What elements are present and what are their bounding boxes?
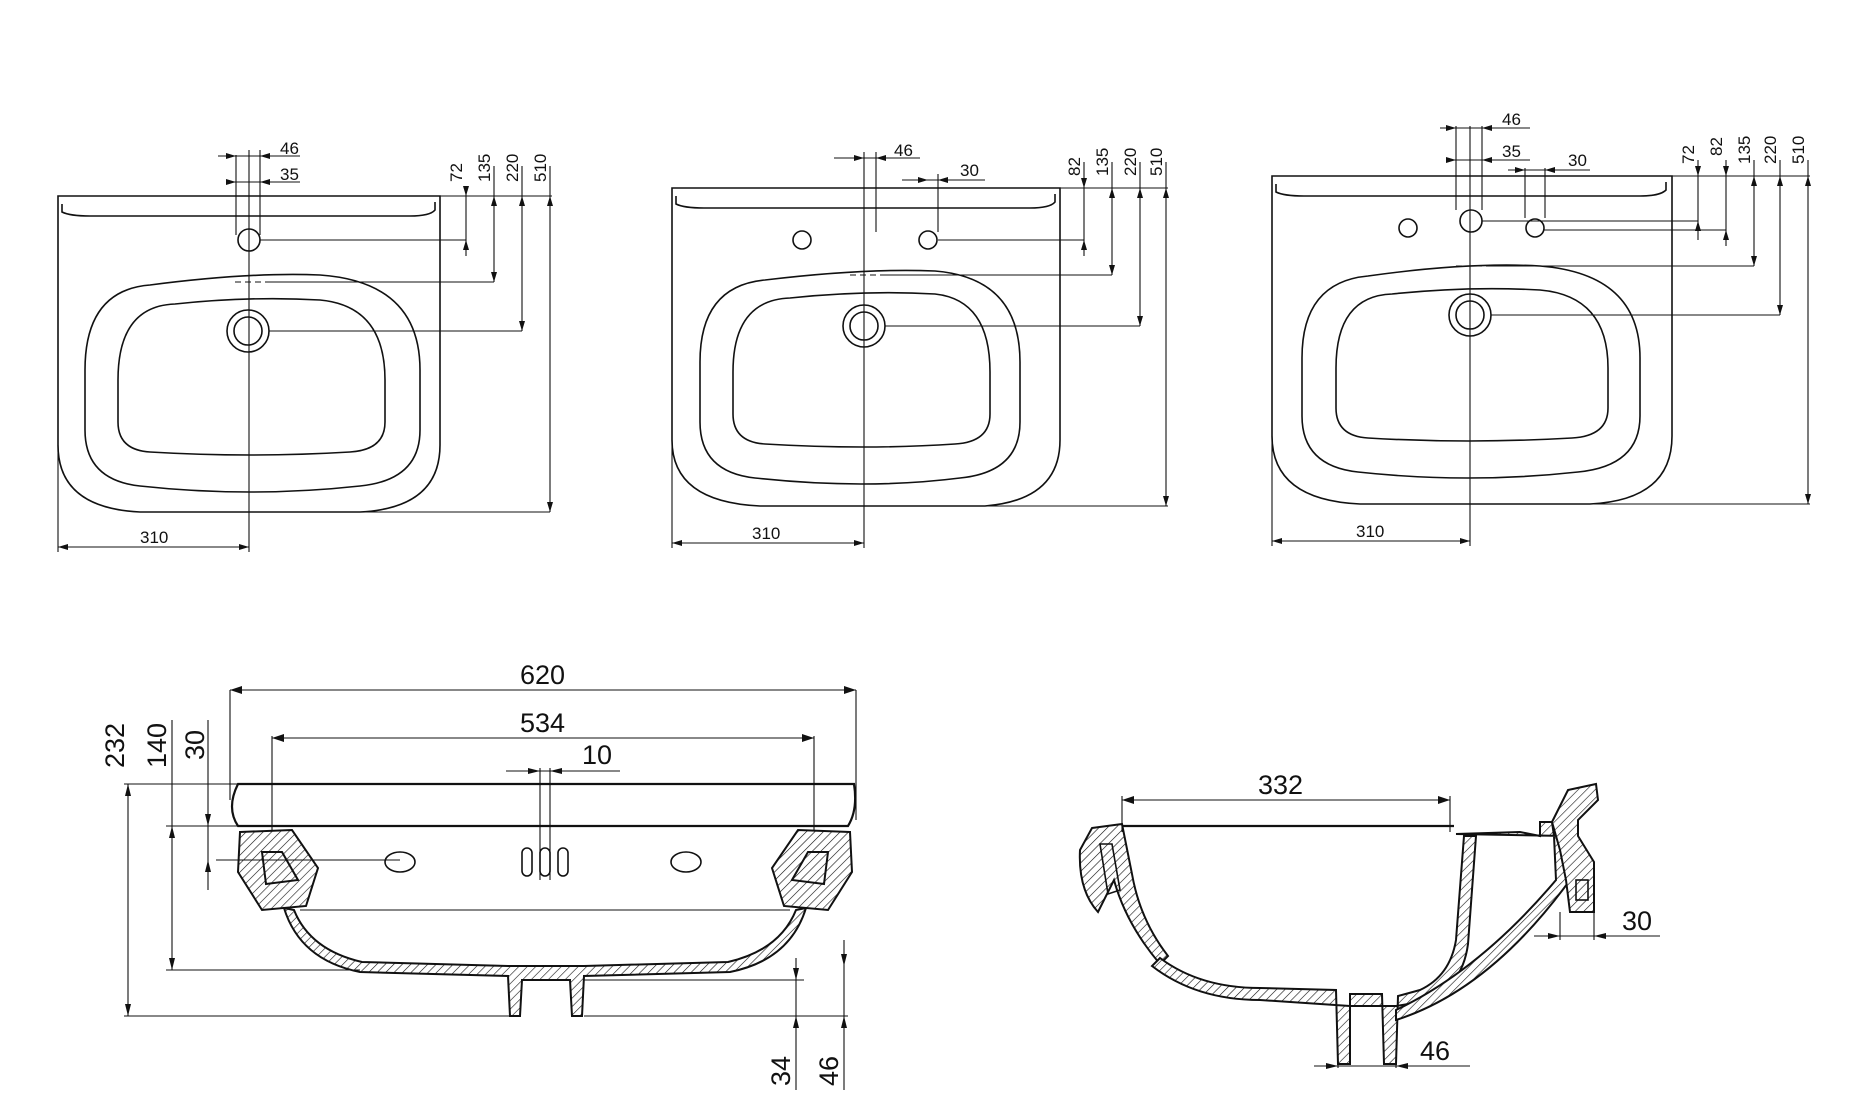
overflow-slot-2 bbox=[539, 847, 551, 877]
dim-46: 46 bbox=[894, 141, 913, 160]
dim-35: 35 bbox=[280, 165, 299, 184]
dim-30: 30 bbox=[960, 161, 979, 180]
dim-510: 510 bbox=[531, 154, 550, 182]
dim-72: 72 bbox=[1679, 145, 1698, 164]
basin-outline bbox=[1271, 175, 1673, 505]
dim-232: 232 bbox=[100, 723, 130, 768]
tap-hole bbox=[1459, 209, 1483, 233]
dim-46: 46 bbox=[1502, 110, 1521, 129]
dim-310: 310 bbox=[1356, 522, 1384, 541]
top-view-2: 46 30 82 135 220 510 310 bbox=[671, 141, 1169, 548]
dim-46: 46 bbox=[814, 1056, 844, 1086]
drain-inner bbox=[233, 316, 263, 346]
dim-510: 510 bbox=[1147, 148, 1166, 176]
side-bowl-shell bbox=[1150, 835, 1478, 1065]
side-section-view: 332 30 46 bbox=[1078, 770, 1660, 1069]
bowl-outer bbox=[84, 273, 421, 493]
front-section-view: 620 534 10 232 140 30 bbox=[100, 660, 857, 1090]
dim-135: 135 bbox=[1735, 136, 1754, 164]
top-view-1: 46 35 72 135 220 510 310 bbox=[57, 139, 553, 552]
bowl-inner bbox=[117, 297, 386, 456]
dim-140: 140 bbox=[142, 723, 172, 768]
dim-220: 220 bbox=[1121, 148, 1140, 176]
dim-332: 332 bbox=[1258, 770, 1303, 800]
side-hole bbox=[792, 230, 812, 250]
dim-220: 220 bbox=[503, 154, 522, 182]
front-bowl-shell bbox=[282, 906, 808, 1017]
bowl-inner bbox=[732, 291, 991, 448]
rim-line bbox=[1275, 182, 1667, 197]
front-right-wall bbox=[770, 828, 854, 912]
dim-46: 46 bbox=[1420, 1036, 1450, 1066]
overflow-slot-3 bbox=[557, 847, 569, 877]
top-view-3: 46 35 30 72 82 135 220 510 310 bbox=[1271, 110, 1811, 546]
dim-534: 534 bbox=[520, 708, 565, 738]
dim-30: 30 bbox=[1568, 151, 1587, 170]
front-top-surface bbox=[230, 782, 857, 828]
dim-82: 82 bbox=[1707, 137, 1726, 156]
dim-35: 35 bbox=[1502, 142, 1521, 161]
dim-82: 82 bbox=[1065, 157, 1084, 176]
front-left-wall bbox=[236, 828, 320, 912]
dim-10: 10 bbox=[582, 740, 612, 770]
dim-30: 30 bbox=[180, 730, 210, 760]
tap-hole bbox=[918, 230, 938, 250]
dim-310: 310 bbox=[752, 524, 780, 543]
dim-620: 620 bbox=[520, 660, 565, 690]
dim-34: 34 bbox=[766, 1056, 796, 1086]
dim-46: 46 bbox=[280, 139, 299, 158]
dim-72: 72 bbox=[447, 163, 466, 182]
front-slot-left bbox=[384, 851, 416, 873]
side-hole bbox=[1398, 218, 1418, 238]
side-rim-cavity bbox=[1099, 843, 1121, 896]
front-slot-right bbox=[670, 851, 702, 873]
tap-hole-right bbox=[1525, 218, 1545, 238]
bowl-outer bbox=[699, 269, 1021, 485]
dim-220: 220 bbox=[1761, 136, 1780, 164]
side-front-rim bbox=[1078, 822, 1170, 966]
bracket-slot bbox=[1575, 879, 1589, 901]
overflow-slot-1 bbox=[521, 847, 533, 877]
dim-510: 510 bbox=[1789, 136, 1808, 164]
rim-line bbox=[675, 194, 1056, 209]
dim-30: 30 bbox=[1622, 906, 1652, 936]
bowl-inner bbox=[1335, 287, 1609, 442]
side-rear-wall bbox=[1395, 821, 1572, 1022]
bowl-outer bbox=[1301, 264, 1641, 479]
dim-310: 310 bbox=[140, 528, 168, 547]
dim-135: 135 bbox=[475, 154, 494, 182]
rim-line bbox=[61, 202, 436, 217]
dim-135: 135 bbox=[1093, 148, 1112, 176]
